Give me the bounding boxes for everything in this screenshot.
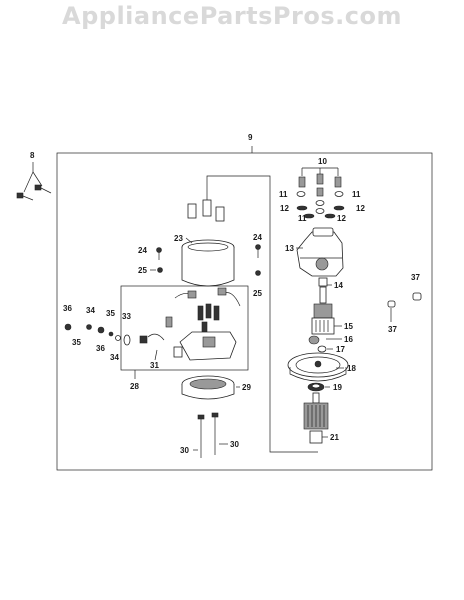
washer-part-25-right[interactable] [255,270,261,276]
callout-28: 28 [130,382,139,391]
armature[interactable] [303,392,329,430]
gear-housing-part-18[interactable] [287,352,349,382]
callout-30b: 30 [230,440,239,449]
callout-34a: 34 [86,306,95,315]
callout-17: 17 [336,345,345,354]
callout-12b: 12 [356,204,365,213]
callout-31: 31 [150,361,159,370]
callout-11a: 11 [279,190,288,199]
callout-11c: 11 [298,214,307,223]
bolt-pair-part-8[interactable] [16,162,52,201]
screw-part-24-left[interactable] [156,247,162,261]
drive-gear-part-15[interactable] [311,303,335,335]
callout-25b: 25 [253,289,262,298]
callout-11b: 11 [352,190,361,199]
callout-13: 13 [285,244,294,253]
field-housing-part-23[interactable] [181,199,235,287]
watermark-text: AppliancePartsPros.com [62,2,402,30]
end-bushing-part-21[interactable] [309,430,323,444]
end-cap-part-29[interactable] [181,375,235,400]
callout-37a: 37 [411,273,420,282]
through-bolt-part-30-left[interactable] [197,414,205,458]
caps-part-37[interactable] [387,292,422,308]
callout-12a: 12 [280,204,289,213]
callout-34b: 34 [110,353,119,362]
callout-33: 33 [122,312,131,321]
washer-part-17[interactable] [317,345,327,353]
callout-24a: 24 [138,246,147,255]
through-bolt-part-30-right[interactable] [211,412,219,455]
brush-holder-assembly[interactable] [139,287,241,361]
callout-12c: 12 [337,214,346,223]
bearing-part-19[interactable] [307,382,325,392]
washers-part-11-12[interactable] [296,191,345,219]
screw-part-24-right[interactable] [255,244,261,259]
callout-36a: 36 [63,304,72,313]
callout-23: 23 [174,234,183,243]
leader-bracket [206,175,318,453]
brush-set-part-10[interactable] [298,167,342,197]
terminal-hardware-parts-33-36[interactable] [64,323,131,346]
solenoid-part-13[interactable] [296,227,344,277]
washer-part-25-left[interactable] [157,267,163,273]
callout-15: 15 [344,322,353,331]
gear-part-16[interactable] [308,335,320,345]
callout-35b: 35 [72,338,81,347]
callout-18: 18 [347,364,356,373]
callout-19: 19 [333,383,342,392]
callout-14: 14 [334,281,343,290]
callout-35a: 35 [106,309,115,318]
brush-holder-frame [120,285,249,371]
pinion-part-14[interactable] [318,277,328,304]
assembly-frame [56,152,433,471]
callout-9: 9 [248,133,253,142]
callout-25a: 25 [138,266,147,275]
callout-10: 10 [318,157,327,166]
callout-36b: 36 [96,344,105,353]
callout-29: 29 [242,383,251,392]
callout-16: 16 [344,335,353,344]
callout-21: 21 [330,433,339,442]
callout-24b: 24 [253,233,262,242]
callout-37b: 37 [388,325,397,334]
callout-8: 8 [30,151,35,160]
callout-30a: 30 [180,446,189,455]
